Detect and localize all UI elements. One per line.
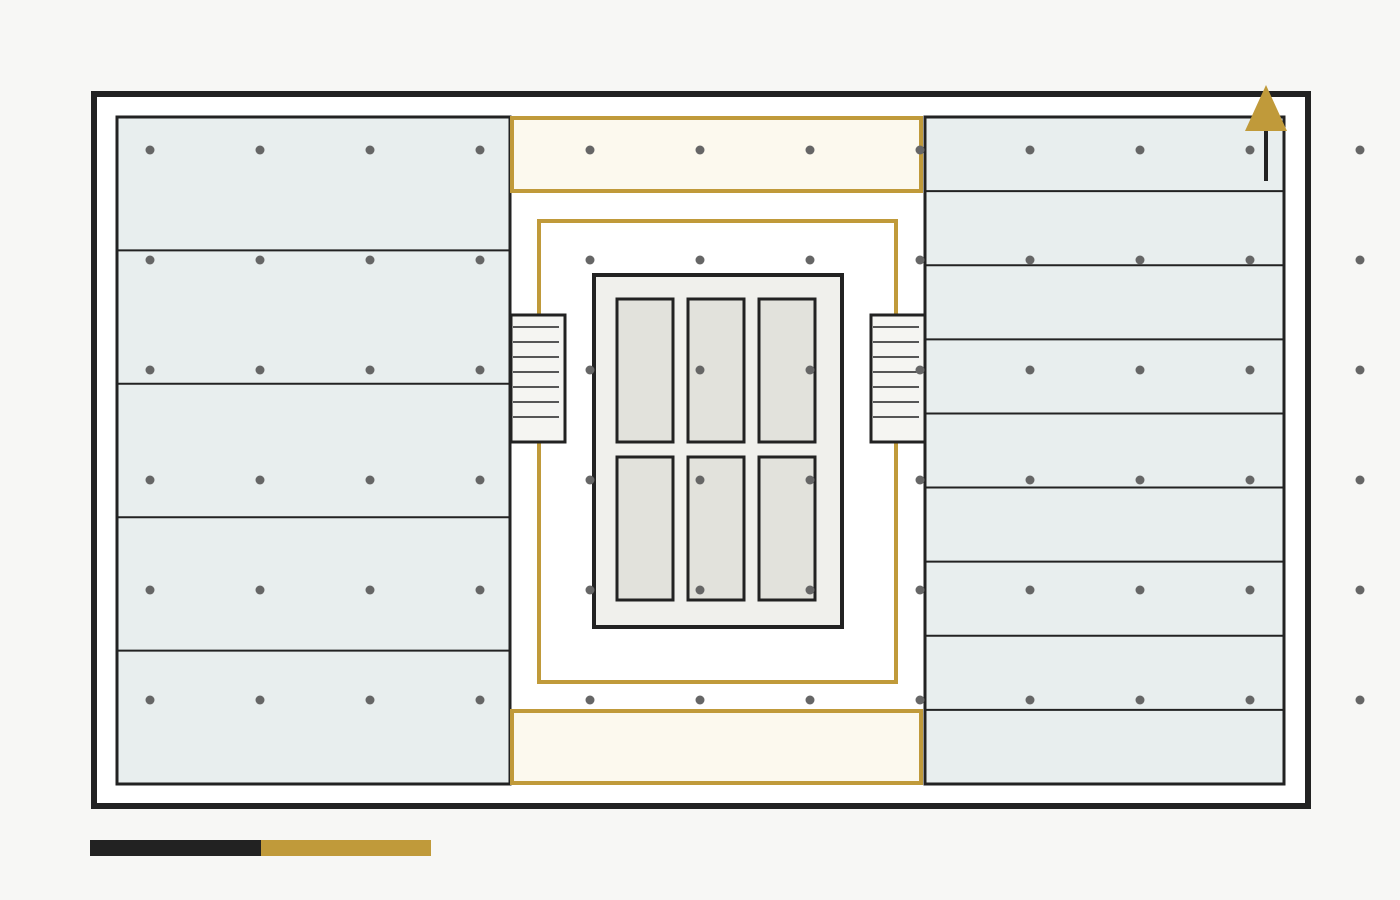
scale-bar-gold-segment [261, 840, 431, 856]
grid-dot [365, 695, 375, 705]
grid-dot [585, 585, 595, 595]
grid-dot [1245, 585, 1255, 595]
grid-dot [1245, 695, 1255, 705]
grid-dot [1245, 475, 1255, 485]
grid-dot [695, 365, 705, 375]
grid-dot [915, 475, 925, 485]
gold-ring [537, 219, 898, 684]
left-wing [115, 115, 512, 786]
grid-dot [145, 695, 155, 705]
grid-dot [145, 585, 155, 595]
grid-dot [585, 145, 595, 155]
scale-bar [90, 840, 431, 856]
central-zone [509, 116, 927, 785]
grid-dot [915, 365, 925, 375]
grid-dot [915, 585, 925, 595]
grid-dot [1025, 695, 1035, 705]
grid-dot [1355, 145, 1365, 155]
grid-dot [1245, 145, 1255, 155]
right-stair [869, 313, 927, 444]
grid-dot [1135, 255, 1145, 265]
grid-dot [475, 695, 485, 705]
grid-dot [1135, 475, 1145, 485]
grid-dot [805, 475, 815, 485]
grid-dot [475, 145, 485, 155]
left-stair [509, 313, 567, 444]
grid-dot [255, 695, 265, 705]
grid-dot [475, 365, 485, 375]
bottom-gold-band [510, 709, 923, 785]
grid-dot [915, 695, 925, 705]
grid-dot [805, 585, 815, 595]
grid-dot [805, 255, 815, 265]
grid-dot [1135, 145, 1145, 155]
grid-dot [145, 475, 155, 485]
grid-dot [585, 695, 595, 705]
grid-dot [695, 475, 705, 485]
grid-dot [915, 145, 925, 155]
grid-dot [1355, 585, 1365, 595]
grid-dot [255, 145, 265, 155]
grid-dot [365, 145, 375, 155]
grid-dot [365, 585, 375, 595]
grid-dot [585, 475, 595, 485]
right-wing [923, 115, 1286, 786]
core-unit [757, 297, 817, 444]
grid-dot [145, 365, 155, 375]
left-stair-outline [509, 313, 567, 444]
grid-dot [1135, 695, 1145, 705]
grid-dot [475, 255, 485, 265]
grid-dot [1025, 255, 1035, 265]
north-arrow-icon [1245, 85, 1287, 181]
grid-dot [365, 475, 375, 485]
grid-dot [365, 365, 375, 375]
right-stair-outline [869, 313, 927, 444]
grid-dot [1355, 365, 1365, 375]
grid-dot [255, 255, 265, 265]
grid-dot [585, 365, 595, 375]
core-unit [615, 297, 675, 444]
grid-dot [915, 255, 925, 265]
grid-dot [695, 145, 705, 155]
grid-dot [585, 255, 595, 265]
grid-dot [255, 365, 265, 375]
grid-dot [1025, 475, 1035, 485]
grid-dot [365, 255, 375, 265]
grid-dot [695, 255, 705, 265]
scale-bar-dark-segment [90, 840, 261, 856]
grid-dot [1355, 255, 1365, 265]
core-unit [615, 455, 675, 602]
grid-dot [1025, 585, 1035, 595]
grid-dot [1355, 475, 1365, 485]
grid-dot [1025, 365, 1035, 375]
grid-dot [1135, 585, 1145, 595]
grid-dot [805, 695, 815, 705]
grid-dot [695, 585, 705, 595]
top-gold-band [510, 116, 923, 193]
grid-dot [1025, 145, 1035, 155]
grid-dot [805, 145, 815, 155]
grid-dot [255, 585, 265, 595]
grid-dot [1135, 365, 1145, 375]
right-wing-outline [923, 115, 1286, 786]
grid-dot [1245, 365, 1255, 375]
grid-dot [475, 585, 485, 595]
grid-dot [805, 365, 815, 375]
grid-dot [255, 475, 265, 485]
grid-dot [695, 695, 705, 705]
grid-dot [1245, 255, 1255, 265]
left-wing-outline [115, 115, 512, 786]
grid-dot [1355, 695, 1365, 705]
grid-dot [145, 255, 155, 265]
grid-dot [475, 475, 485, 485]
structural-grid [145, 145, 1365, 705]
grid-dot [145, 145, 155, 155]
